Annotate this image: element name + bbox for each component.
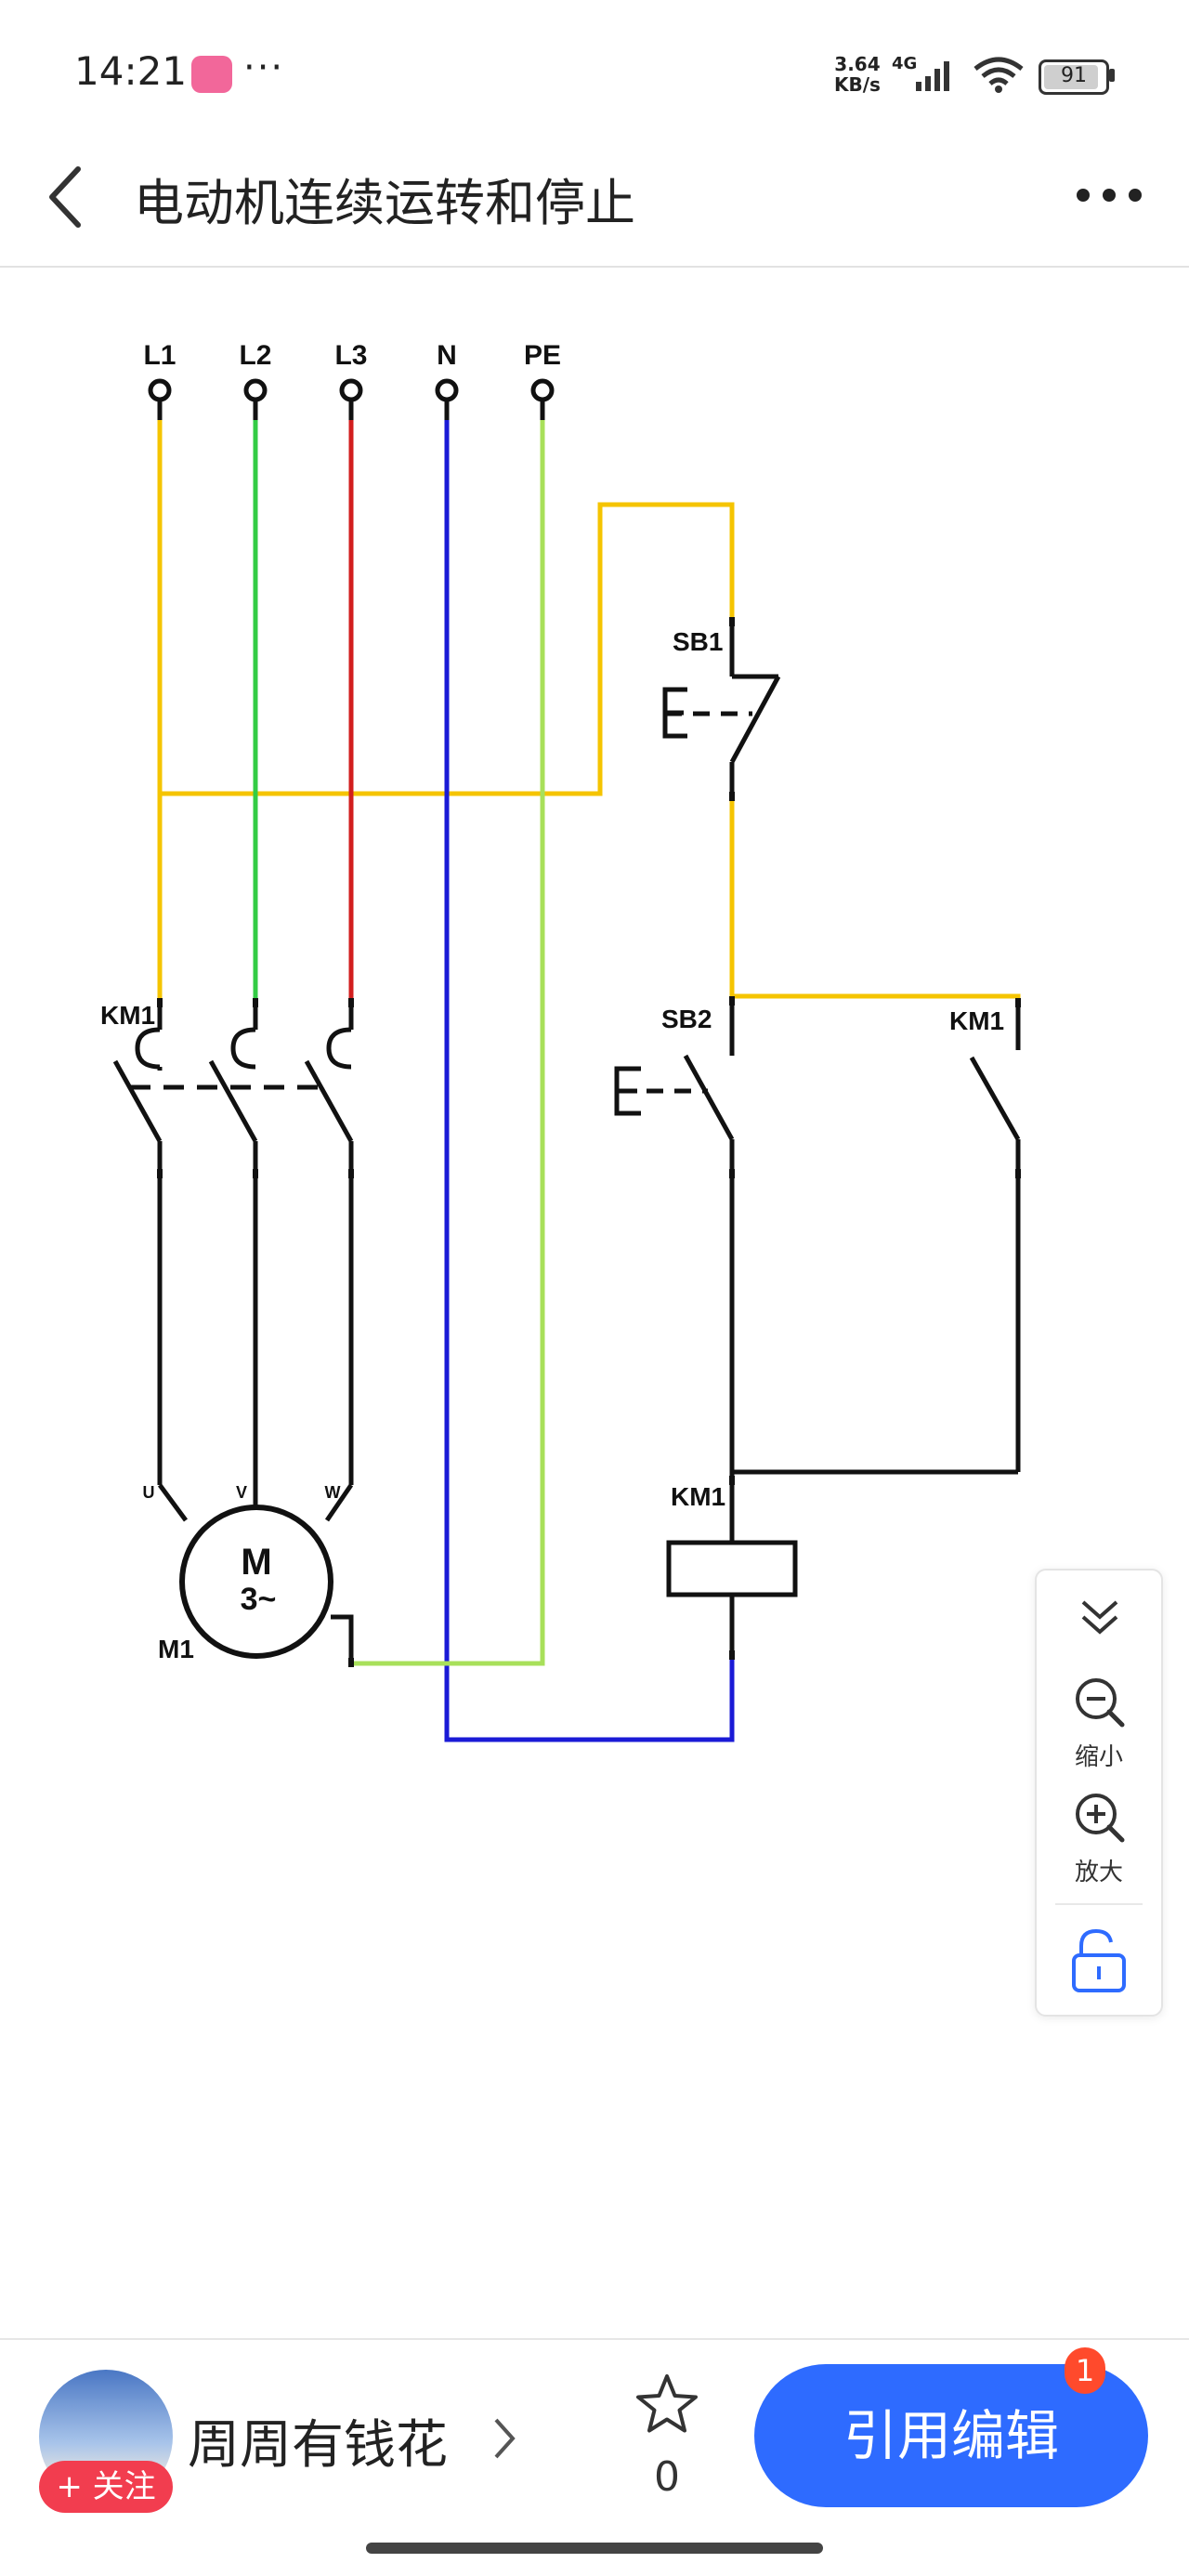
terminal-l2 <box>243 378 268 402</box>
motor-label: M1 <box>158 1635 194 1663</box>
bilibili-app-icon <box>191 56 232 93</box>
network-speed-unit: KB/s <box>834 73 881 96</box>
wire-control-mid <box>729 797 1021 1005</box>
label-km1-coil: KM1 <box>671 1482 725 1511</box>
status-more-icon: ··· <box>243 46 285 89</box>
label-w: W <box>325 1483 341 1502</box>
chevron-right-icon[interactable] <box>490 2414 518 2463</box>
collapse-panel-icon[interactable] <box>1078 1595 1122 1639</box>
back-arrow-icon[interactable] <box>43 164 87 230</box>
zoom-panel: 缩小 放大 <box>1035 1569 1163 2017</box>
label-u: U <box>143 1483 155 1502</box>
label-sb1: SB1 <box>673 627 723 656</box>
network-speed-value: 3.64 <box>834 53 881 75</box>
wire-pe <box>351 420 545 1666</box>
zoom-out-icon[interactable] <box>1072 1675 1128 1730</box>
bottom-divider <box>0 2338 1189 2340</box>
km1-coil <box>666 1540 798 1597</box>
favorite-count: 0 <box>654 2453 680 2501</box>
label-km1-main: KM1 <box>100 1001 155 1030</box>
label-sb2: SB2 <box>661 1005 712 1033</box>
follow-button[interactable]: + 关注 <box>39 2461 173 2513</box>
terminal-label-n: N <box>437 340 457 371</box>
battery-fill <box>1044 65 1098 89</box>
page-title: 电动机连续运转和停止 <box>134 174 635 232</box>
star-icon[interactable] <box>634 2372 700 2437</box>
battery-tip <box>1109 69 1115 82</box>
terminal-label-l2: L2 <box>239 340 271 371</box>
zoom-in-icon[interactable] <box>1072 1790 1128 1846</box>
terminal-pe <box>530 378 555 402</box>
battery-level: 91 <box>1061 64 1087 87</box>
motor-phase: 3~ <box>241 1582 277 1617</box>
label-v: V <box>236 1483 247 1502</box>
author-name[interactable]: 周周有钱花 <box>188 2415 448 2476</box>
motor-m1 <box>179 1505 333 1659</box>
circuit-diagram[interactable]: L1 L2 L3 N PE <box>0 268 1189 1773</box>
notification-badge: 1 <box>1065 2347 1105 2394</box>
signal-icon <box>916 61 949 91</box>
wifi-icon <box>973 57 1024 93</box>
unlock-icon[interactable] <box>1068 1927 1130 1994</box>
status-time: 14:21 <box>74 48 188 94</box>
terminal-label-pe: PE <box>524 340 561 371</box>
more-options-icon[interactable] <box>1074 184 1144 206</box>
zoom-out-label[interactable]: 缩小 <box>1074 1743 1123 1771</box>
zoom-in-label[interactable]: 放大 <box>1074 1859 1123 1886</box>
network-type: 4G <box>892 54 918 73</box>
terminal-label-l3: L3 <box>334 340 367 371</box>
label-km1-aux: KM1 <box>949 1006 1004 1035</box>
network-speed: 3.64 KB/s <box>834 54 881 95</box>
wire-control-supply <box>160 502 735 796</box>
zoom-panel-divider <box>1055 1903 1143 1905</box>
wire-n <box>444 420 735 1742</box>
home-indicator[interactable] <box>366 2543 823 2554</box>
header-divider <box>0 266 1189 268</box>
terminal-label-l1: L1 <box>143 340 176 371</box>
terminal-l3 <box>339 378 363 402</box>
battery-icon: 91 <box>1039 59 1109 95</box>
terminal-n <box>435 378 459 402</box>
motor-symbol: M <box>241 1542 271 1583</box>
terminal-l1 <box>148 378 172 402</box>
